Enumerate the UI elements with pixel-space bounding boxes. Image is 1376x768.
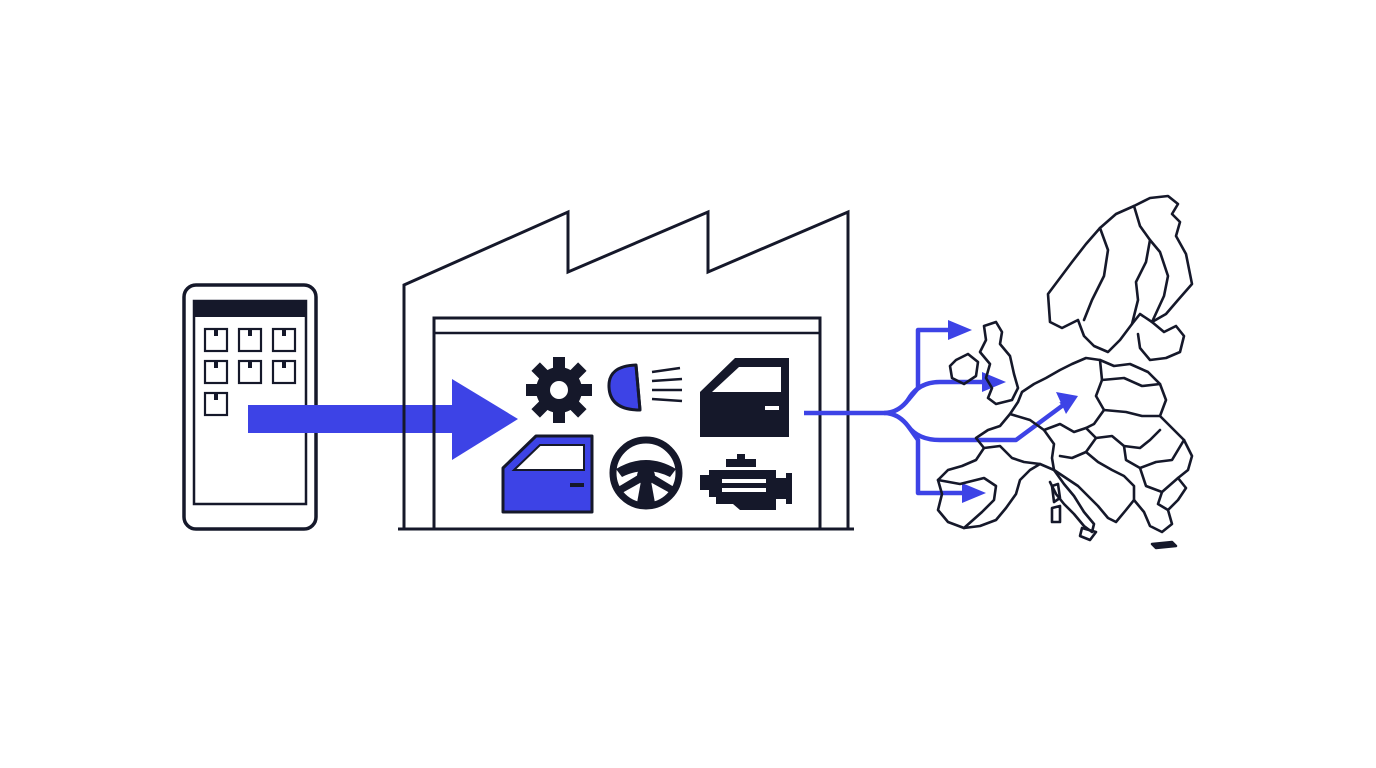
inventory-box-icon (203, 327, 229, 353)
europe-map-icon (936, 194, 1194, 550)
arrowheads (948, 320, 1078, 503)
inventory-box-icon (203, 359, 229, 385)
gear-icon (526, 357, 592, 423)
map-ireland (948, 352, 980, 386)
inventory-box-icon (271, 327, 297, 353)
inventory-box-icon (203, 391, 229, 417)
inventory-box-icon (237, 359, 263, 385)
map-scandinavia (1046, 194, 1194, 354)
smartphone-icon (182, 283, 318, 531)
inventory-box-icon (271, 359, 297, 385)
branch-to-uk (906, 377, 994, 402)
order-arrow-icon (248, 379, 518, 460)
branch-to-north (883, 325, 959, 416)
car-door-icon (700, 358, 789, 437)
factory-icon (398, 209, 854, 531)
map-mainland (936, 356, 1194, 534)
inventory-grid (203, 327, 297, 417)
headlight-icon (607, 363, 683, 412)
steering-wheel-icon (609, 436, 683, 510)
map-uk (978, 320, 1020, 406)
distribution-arrows (804, 325, 1070, 498)
car-door-icon-highlighted (501, 434, 594, 514)
engine-icon (700, 454, 792, 510)
inventory-box-icon (237, 327, 263, 353)
